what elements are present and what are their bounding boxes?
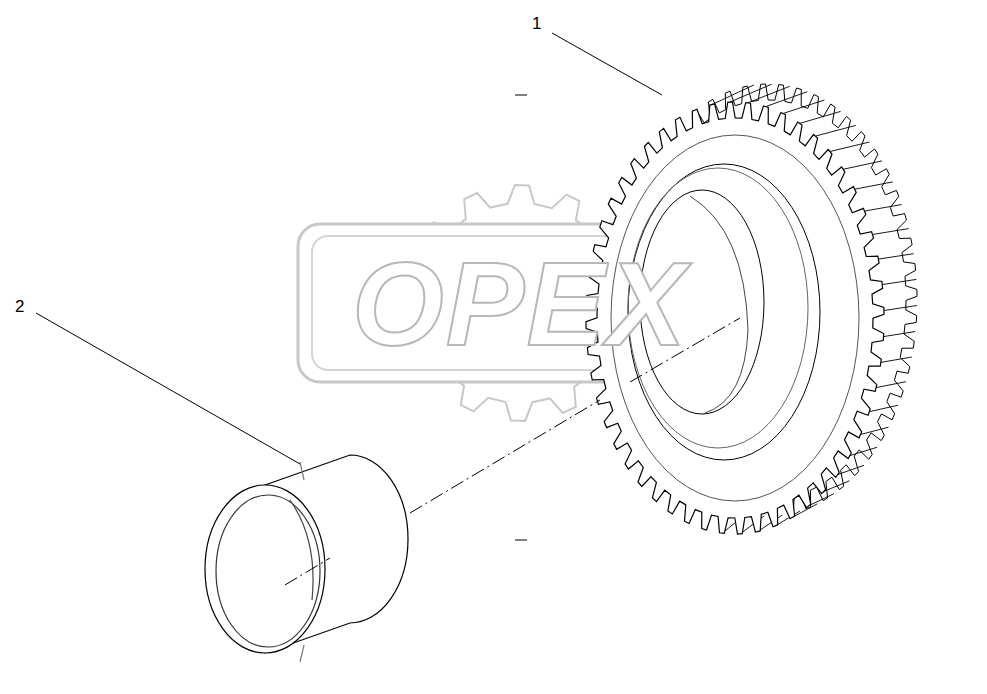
helical-tooth-edge xyxy=(884,332,916,337)
helical-tooth-edge xyxy=(800,111,841,123)
watermark: OPEX xyxy=(352,245,688,363)
helical-tooth-edge xyxy=(843,161,882,169)
helical-tooth-edge xyxy=(876,382,906,388)
helical-tooth-edge xyxy=(872,229,908,235)
helical-tooth-edge xyxy=(878,254,913,259)
helical-tooth-edge xyxy=(824,481,850,492)
helical-tooth-edge xyxy=(882,279,916,284)
helical-tooth-edge xyxy=(730,84,772,102)
helical-tooth-edge xyxy=(815,125,855,136)
helical-tooth-edge xyxy=(809,494,834,506)
helical-tooth-edge xyxy=(869,405,898,412)
helical-tooth-edge xyxy=(881,357,912,362)
helical-tooth-edge xyxy=(855,182,893,189)
helical-tooth-edge xyxy=(783,100,824,114)
helical-tooth-edge xyxy=(766,92,808,107)
helical-tooth-edge xyxy=(865,205,902,212)
helical-tooth-edge xyxy=(850,447,877,455)
helical-tooth-edge xyxy=(830,142,870,152)
callout-number: 2 xyxy=(15,298,24,315)
helical-tooth-edge xyxy=(861,427,889,434)
helical-tooth-edge xyxy=(838,465,864,474)
helical-tooth-edge xyxy=(884,306,917,311)
callout-number: 1 xyxy=(532,15,541,32)
